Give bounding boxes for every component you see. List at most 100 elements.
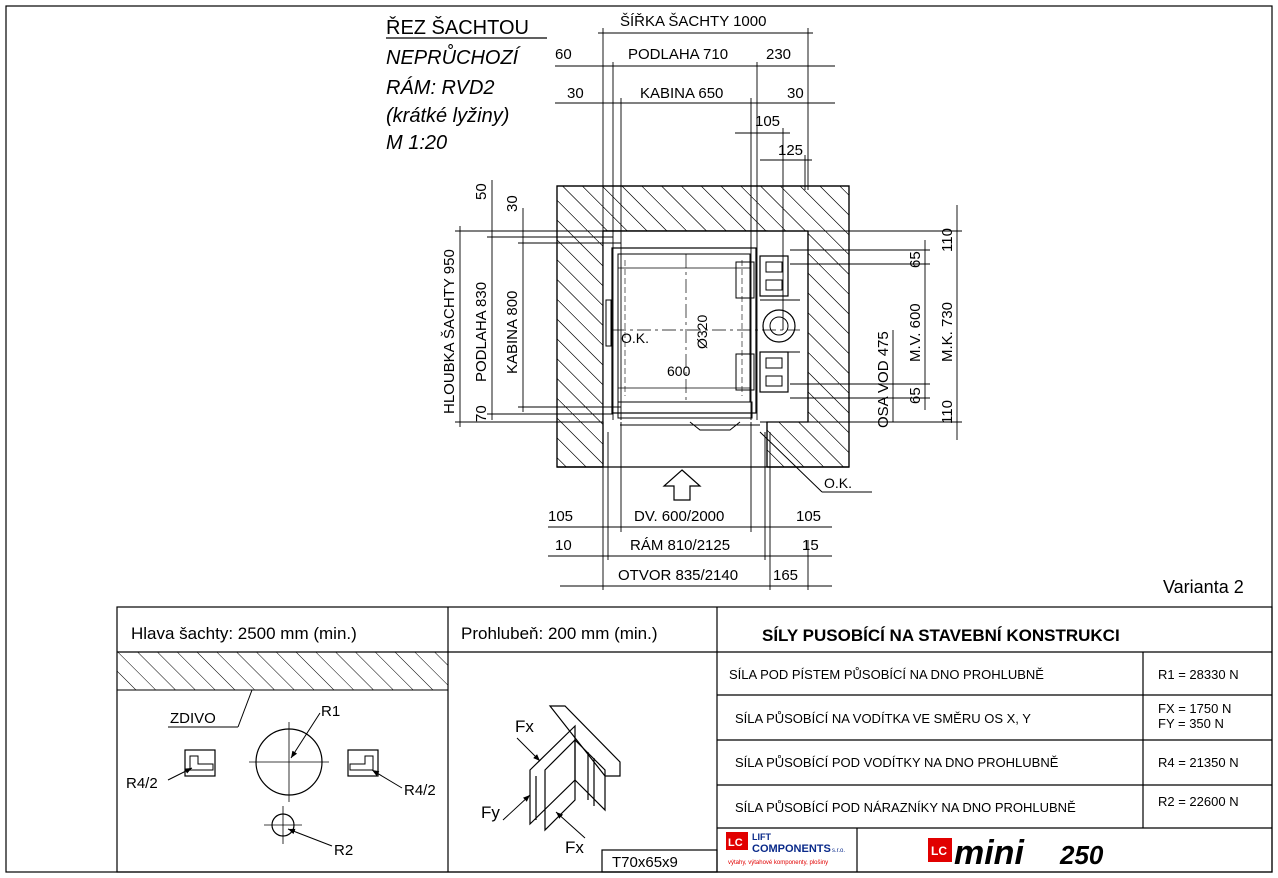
company-logo: LC LIFT COMPONENTS s.r.o. výtahy, výtaho… — [726, 832, 845, 866]
logo-lc: LC — [728, 837, 743, 849]
product-lc: LC — [931, 844, 947, 858]
product-logo: LC mini 250 — [928, 834, 1104, 872]
rail-foot-right — [347, 749, 379, 777]
drawing-title: ŘEZ ŠACHTOU NEPRŮCHOZÍ RÁM: RVD2 (krátké… — [386, 16, 547, 154]
dim-15: 15 — [802, 537, 819, 554]
title-section: ŘEZ ŠACHTOU — [386, 16, 529, 39]
logo-tagline: výtahy, výtahové komponenty, plošiny — [728, 860, 828, 866]
dim-opening: OTVOR 835/2140 — [618, 567, 738, 584]
dim-110-bottom: 110 — [939, 400, 956, 424]
info-table — [116, 606, 1273, 873]
dimension-texts-right: 110 65 M.V. 600 M.K. 730 OSA VOD 475 65 … — [875, 228, 956, 428]
force-row-value: R1 = 28330 N — [1158, 667, 1239, 682]
product-name: mini — [954, 834, 1025, 872]
dim-door: DV. 600/2000 — [634, 508, 724, 525]
logo-company-2: COMPONENTS — [752, 843, 831, 855]
dim-axis-475: OSA VOD 475 — [875, 331, 892, 428]
dim-guide-730: M.K. 730 — [939, 302, 956, 362]
force-row-value: R2 = 22600 N — [1158, 794, 1239, 809]
force-row-label: SÍLA PŮSOBÍCÍ POD NÁRAZNÍKY NA DNO PROHL… — [735, 800, 1076, 815]
dim-600-inner: 600 — [667, 363, 691, 379]
forces-header: SÍLY PUSOBÍCÍ NA STAVEBNÍ KONSTRUKCI — [762, 626, 1120, 645]
cabin-floor — [611, 247, 757, 414]
dim-105-top: 105 — [755, 113, 780, 130]
dim-60: 60 — [555, 46, 572, 63]
fy-label: Fy — [481, 803, 500, 822]
profile-box — [601, 849, 718, 873]
dim-30-vert: 30 — [504, 195, 521, 212]
shaft-plan: O.K. Ø320 600 O.K. — [556, 185, 872, 501]
title-type: NEPRŮCHOZÍ — [386, 44, 522, 69]
dimension-texts-bottom: 105 DV. 600/2000 105 10 RÁM 810/2125 15 … — [548, 508, 821, 584]
force-row-value: FX = 1750 N — [1158, 701, 1231, 716]
table-headers: Hlava šachty: 2500 mm (min.) Prohlubeň: … — [131, 624, 1120, 645]
piston — [762, 309, 796, 343]
entry-arrow — [662, 469, 702, 501]
dim-165: 165 — [773, 567, 798, 584]
guide-rail-top — [759, 255, 789, 297]
dim-10: 10 — [555, 537, 572, 554]
rail-profile: T70x65x9 — [612, 854, 678, 871]
rail-force-arrows — [502, 737, 586, 839]
dim-105-left: 105 — [548, 508, 573, 525]
product-model: 250 — [1059, 840, 1104, 870]
r4-right-label: R4/2 — [404, 782, 436, 799]
dimension-texts-left: 50 30 HLOUBKA ŠACHTY 950 PODLAHA 830 KAB… — [441, 183, 521, 422]
force-row-value: R4 = 21350 N — [1158, 755, 1239, 770]
control-panel — [605, 299, 612, 347]
r1-label: R1 — [321, 703, 340, 720]
dim-cabin-650: KABINA 650 — [640, 85, 723, 102]
dimensions-top — [555, 28, 835, 486]
fx-bottom-label: Fx — [565, 838, 584, 857]
title-frame: RÁM: RVD2 — [386, 76, 495, 99]
dim-70: 70 — [473, 405, 490, 422]
force-row-label: SÍLA PŮSOBÍCÍ NA VODÍTKA VE SMĚRU OS X, … — [735, 711, 1031, 726]
dim-65-top: 65 — [907, 251, 924, 268]
load-legend: ZDIVO R1 R2 R4/2 R4/2 — [116, 651, 449, 859]
ok-label-cabin: O.K. — [621, 330, 649, 346]
r2-label: R2 — [334, 842, 353, 859]
dimensions-bottom — [548, 422, 832, 590]
guide-rail-sketch — [529, 705, 621, 832]
dimensions-left — [455, 180, 621, 427]
title-skids: (krátké lyžiny) — [386, 105, 509, 127]
dim-30-right: 30 — [787, 85, 804, 102]
wall-hatch — [116, 651, 449, 691]
dimensions-right — [760, 205, 962, 440]
dim-110-top: 110 — [939, 228, 956, 252]
dim-65-bottom: 65 — [907, 387, 924, 404]
dim-floor-830: PODLAHA 830 — [473, 282, 490, 382]
dim-cabin-800: KABINA 800 — [504, 291, 521, 374]
logo-sro: s.r.o. — [832, 848, 845, 854]
cabin-door — [617, 401, 753, 419]
variant-label: Varianta 2 — [1163, 577, 1244, 597]
dim-105-right: 105 — [796, 508, 821, 525]
force-row-label: SÍLA POD PÍSTEM PŮSOBÍCÍ NA DNO PROHLUBN… — [729, 667, 1044, 682]
r4-left-label: R4/2 — [126, 775, 158, 792]
dim-125: 125 — [778, 142, 803, 159]
fx-top-label: Fx — [515, 717, 534, 736]
dim-floor-710: PODLAHA 710 — [628, 46, 728, 63]
dim-230: 230 — [766, 46, 791, 63]
force-row-value: FY = 350 N — [1158, 716, 1224, 731]
shaft-head-height: Hlava šachty: 2500 mm (min.) — [131, 624, 357, 643]
piston-diameter: Ø320 — [694, 315, 710, 349]
rail-foot-left — [184, 749, 216, 777]
door-opening — [603, 422, 767, 468]
guide-shoe-top — [735, 261, 755, 299]
dim-shaft-depth: HLOUBKA ŠACHTY 950 — [441, 249, 458, 414]
logo-company-1: LIFT — [752, 832, 771, 842]
wall-label: ZDIVO — [170, 710, 216, 727]
guide-shoe-bottom — [735, 353, 755, 391]
forces-table: SÍLA POD PÍSTEM PŮSOBÍCÍ NA DNO PROHLUBN… — [729, 667, 1239, 815]
pit-depth: Prohlubeň: 200 mm (min.) — [461, 624, 658, 643]
force-row-label: SÍLA PŮSOBÍCÍ POD VODÍTKY NA DNO PROHLUB… — [735, 755, 1059, 770]
dim-30-left: 30 — [567, 85, 584, 102]
title-scale: M 1:20 — [386, 132, 447, 154]
dim-guide-600: M.V. 600 — [907, 303, 924, 362]
dim-50: 50 — [473, 183, 490, 200]
dim-frame: RÁM 810/2125 — [630, 537, 730, 554]
dimension-texts-top: ŠÍŘKA ŠACHTY 1000 60 PODLAHA 710 230 30 … — [555, 13, 804, 159]
dim-shaft-width: ŠÍŘKA ŠACHTY 1000 — [620, 13, 766, 30]
